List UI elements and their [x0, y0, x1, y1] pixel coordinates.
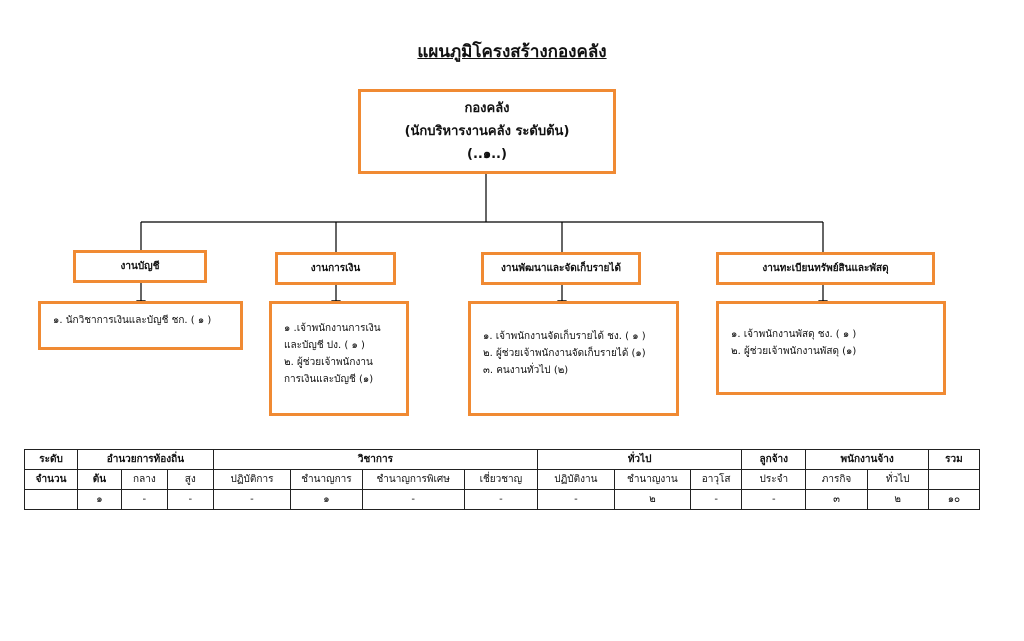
- table-cell: ทั่วไป: [866, 469, 929, 490]
- table-cell: -: [537, 489, 615, 510]
- table-cell: ปฏิบัติการ: [212, 469, 292, 490]
- table-subheader-row: จำนวน ต้น กลาง สูง ปฏิบัติการ ชำนาญการ ช…: [23, 469, 981, 490]
- detail-item: การเงินและบัญชี (๑): [284, 374, 374, 385]
- table-cell: ๓: [805, 489, 868, 510]
- table-row: ๑ - - - ๑ - - - ๒ - - ๓ ๒ ๑๐: [23, 489, 981, 510]
- staff-summary-table: ระดับ อำนวยการท้องถิ่น วิชาการ ทั่วไป ลู…: [23, 449, 981, 510]
- table-cell: ลูกจ้าง: [741, 449, 807, 470]
- detail-item: และบัญชี ปง. ( ๑ ): [284, 340, 365, 351]
- table-cell: -: [166, 489, 214, 510]
- unit-detail-revenue: ๑. เจ้าพนักงานจัดเก็บรายได้ ชง. ( ๑ ) ๒.…: [468, 301, 679, 416]
- table-cell: -: [690, 489, 743, 510]
- table-cell: [23, 489, 79, 510]
- unit-header-revenue: งานพัฒนาและจัดเก็บรายได้: [481, 252, 641, 285]
- table-cell: ๑๐: [927, 489, 981, 510]
- unit-header-accounting: งานบัญชี: [73, 250, 207, 283]
- detail-item: ๒. ผู้ช่วยเจ้าพนักงาน: [284, 357, 373, 368]
- table-cell: อำนวยการท้องถิ่น: [77, 449, 214, 470]
- table-cell: ๒: [613, 489, 692, 510]
- table-cell: เชี่ยวชาญ: [463, 469, 539, 490]
- table-cell: ระดับ: [23, 449, 79, 470]
- detail-item: ๑. นักวิชาการเงินและบัญชี ชก. ( ๑ ): [53, 315, 212, 326]
- unit-detail-finance: ๑ .เจ้าพนักงานการเงิน และบัญชี ปง. ( ๑ )…: [269, 301, 409, 416]
- table-cell: ๑: [290, 489, 363, 510]
- top-node-name: กองคลัง: [464, 101, 510, 116]
- table-cell: ๒: [866, 489, 929, 510]
- detail-item: ๒. ผู้ช่วยเจ้าพนักงานจัดเก็บรายได้ (๑): [483, 348, 646, 359]
- table-header-row: ระดับ อำนวยการท้องถิ่น วิชาการ ทั่วไป ลู…: [23, 449, 981, 470]
- table-cell: รวม: [927, 449, 981, 470]
- table-cell: ปฏิบัติงาน: [537, 469, 615, 490]
- table-cell: -: [361, 489, 465, 510]
- page-title: แผนภูมิโครงสร้างกองคลัง: [417, 42, 607, 62]
- unit-detail-accounting: ๑. นักวิชาการเงินและบัญชี ชก. ( ๑ ): [38, 301, 243, 350]
- table-cell: ภารกิจ: [805, 469, 868, 490]
- top-node-position: (นักบริหารงานคลัง ระดับต้น): [404, 124, 570, 139]
- unit-header-finance: งานการเงิน: [275, 252, 396, 285]
- detail-item: ๓. คนงานทั่วไป (๒): [483, 365, 569, 376]
- table-cell: ชำนาญการพิเศษ: [361, 469, 465, 490]
- table-cell: ชำนาญงาน: [613, 469, 692, 490]
- table-cell: พนักงานจ้าง: [805, 449, 929, 470]
- table-cell: ต้น: [77, 469, 122, 490]
- table-cell: [927, 469, 981, 490]
- table-cell: จำนวน: [23, 469, 79, 490]
- table-cell: -: [741, 489, 807, 510]
- unit-detail-assets: ๑. เจ้าพนักงานพัสดุ ชง. ( ๑ ) ๒. ผู้ช่วย…: [716, 301, 946, 395]
- detail-item: ๒. ผู้ช่วยเจ้าพนักงานพัสดุ (๑): [731, 346, 857, 357]
- table-cell: วิชาการ: [212, 449, 539, 470]
- table-cell: -: [463, 489, 539, 510]
- table-cell: ชำนาญการ: [290, 469, 363, 490]
- table-cell: ประจำ: [741, 469, 807, 490]
- detail-item: ๑. เจ้าพนักงานพัสดุ ชง. ( ๑ ): [731, 329, 857, 340]
- unit-header-assets: งานทะเบียนทรัพย์สินและพัสดุ: [716, 252, 935, 285]
- top-node: กองคลัง (นักบริหารงานคลัง ระดับต้น) (..๑…: [358, 89, 616, 174]
- top-node-count: (..๑..): [467, 147, 507, 162]
- detail-item: ๑ .เจ้าพนักงานการเงิน: [284, 323, 381, 334]
- detail-item: ๑. เจ้าพนักงานจัดเก็บรายได้ ชง. ( ๑ ): [483, 331, 646, 342]
- table-cell: -: [212, 489, 292, 510]
- table-cell: -: [120, 489, 168, 510]
- table-cell: สูง: [166, 469, 214, 490]
- table-cell: ๑: [77, 489, 122, 510]
- table-cell: ทั่วไป: [537, 449, 743, 470]
- table-cell: อาวุโส: [690, 469, 743, 490]
- table-cell: กลาง: [120, 469, 168, 490]
